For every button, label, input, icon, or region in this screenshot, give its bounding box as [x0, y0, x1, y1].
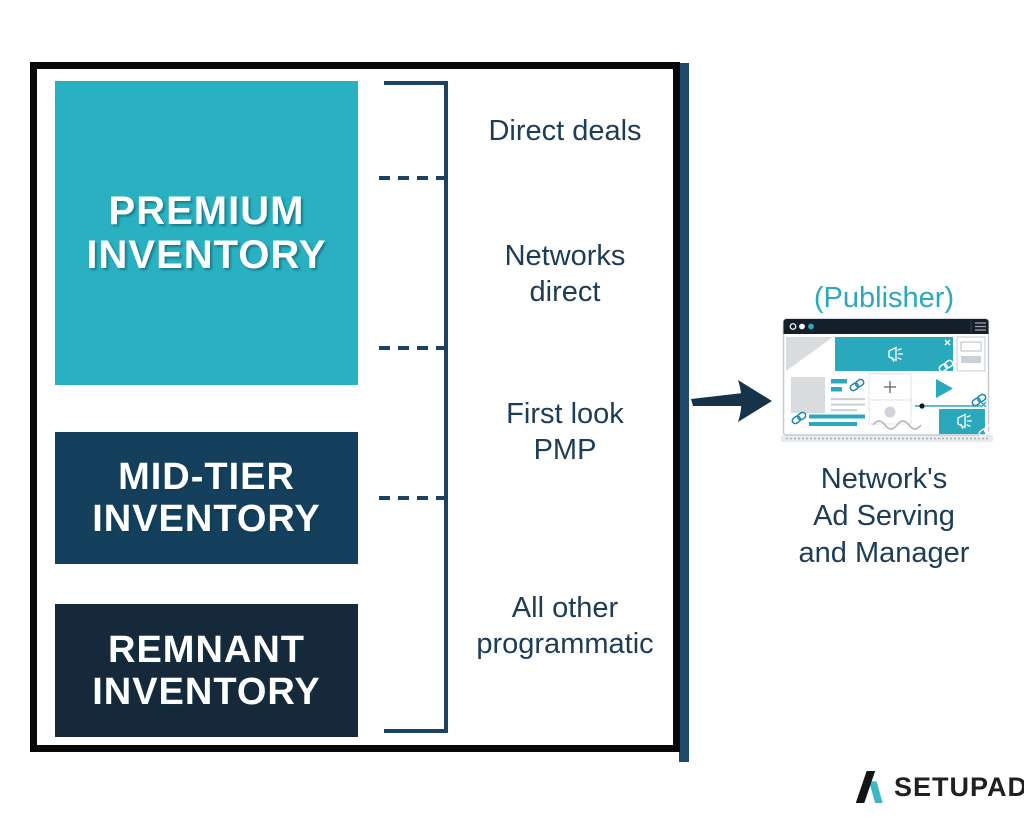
channel-direct-deals-line1: Direct deals — [488, 115, 642, 147]
setupad-logo: SETUPAD — [852, 769, 1024, 805]
teal-text-bar — [809, 422, 857, 426]
channel-first-look-pmp-line2: PMP — [533, 434, 597, 466]
gray-text-line — [831, 398, 865, 401]
window-dot-white-icon — [799, 323, 805, 330]
close-icon — [980, 401, 987, 408]
caption-line2: Ad Serving — [813, 500, 955, 532]
gray-text-line — [831, 409, 857, 412]
window-dot-teal-icon — [808, 323, 814, 330]
window-dot-outline-icon — [789, 323, 797, 330]
hamburger-menu-icon — [975, 322, 986, 331]
bracket-dashed-divider-3 — [379, 496, 446, 500]
channel-first-look-pmp: First look PMP — [452, 396, 678, 468]
channel-networks-direct-line2: direct — [529, 276, 601, 308]
bracket-bottom-tick — [384, 729, 446, 733]
publisher-browser-illustration — [781, 318, 993, 442]
setupad-logo-text: SETUPAD — [894, 771, 1024, 802]
plus-icon — [884, 381, 896, 393]
widget-bar-fill — [961, 356, 981, 363]
bracket-vertical-line — [444, 81, 448, 733]
bracket-dashed-divider-1 — [379, 176, 446, 180]
browser-header-bar — [783, 319, 989, 334]
mid-tier-inventory-box: MID-TIER INVENTORY — [55, 432, 358, 564]
channel-all-other-programmatic-line2: programmatic — [476, 628, 654, 660]
mid-tier-inventory-label-line2: INVENTORY — [92, 498, 321, 540]
premium-inventory-box: PREMIUM INVENTORY — [55, 81, 358, 385]
channel-networks-direct-line1: Networks — [504, 240, 626, 272]
channel-direct-deals: Direct deals — [452, 113, 678, 149]
widget-bar-outline — [960, 341, 982, 352]
frame-right-accent — [679, 63, 689, 762]
circle-placeholder — [884, 406, 896, 418]
remnant-inventory-box: REMNANT INVENTORY — [55, 604, 358, 737]
gray-text-line — [831, 403, 865, 406]
remnant-inventory-label-line2: INVENTORY — [92, 670, 321, 713]
channel-networks-direct: Networks direct — [452, 238, 678, 310]
bracket-top-tick — [384, 81, 446, 85]
flow-arrow-icon — [691, 380, 772, 422]
channel-all-other-programmatic-line1: All other — [511, 592, 619, 624]
play-icon — [936, 379, 953, 398]
wave-line — [872, 420, 922, 430]
remnant-inventory-label-line1: REMNANT — [108, 628, 305, 671]
caption-line1: Network's — [820, 463, 948, 495]
image-placeholder-triangle — [786, 337, 833, 371]
bracket-dashed-divider-2 — [379, 346, 446, 350]
premium-inventory-label-line2: INVENTORY — [86, 233, 327, 277]
caption-line3: and Manager — [798, 537, 970, 569]
banner-ad-block — [835, 337, 953, 371]
setupad-logo-mark-icon — [855, 770, 883, 804]
channel-first-look-pmp-line1: First look — [506, 398, 624, 430]
progress-dot — [919, 403, 925, 409]
teal-text-bar — [831, 379, 847, 384]
channel-all-other-programmatic: All other programmatic — [442, 590, 688, 662]
teal-text-bar — [809, 414, 865, 419]
ad-block — [939, 409, 985, 434]
premium-inventory-label-line1: PREMIUM — [108, 189, 305, 233]
network-ad-serving-caption: Network's Ad Serving and Manager — [762, 461, 1006, 572]
publisher-label: (Publisher) — [813, 282, 955, 314]
teal-text-bar — [831, 387, 842, 392]
close-icon — [944, 339, 951, 346]
article-image-placeholder — [791, 377, 825, 413]
mid-tier-inventory-label-line1: MID-TIER — [118, 456, 295, 498]
